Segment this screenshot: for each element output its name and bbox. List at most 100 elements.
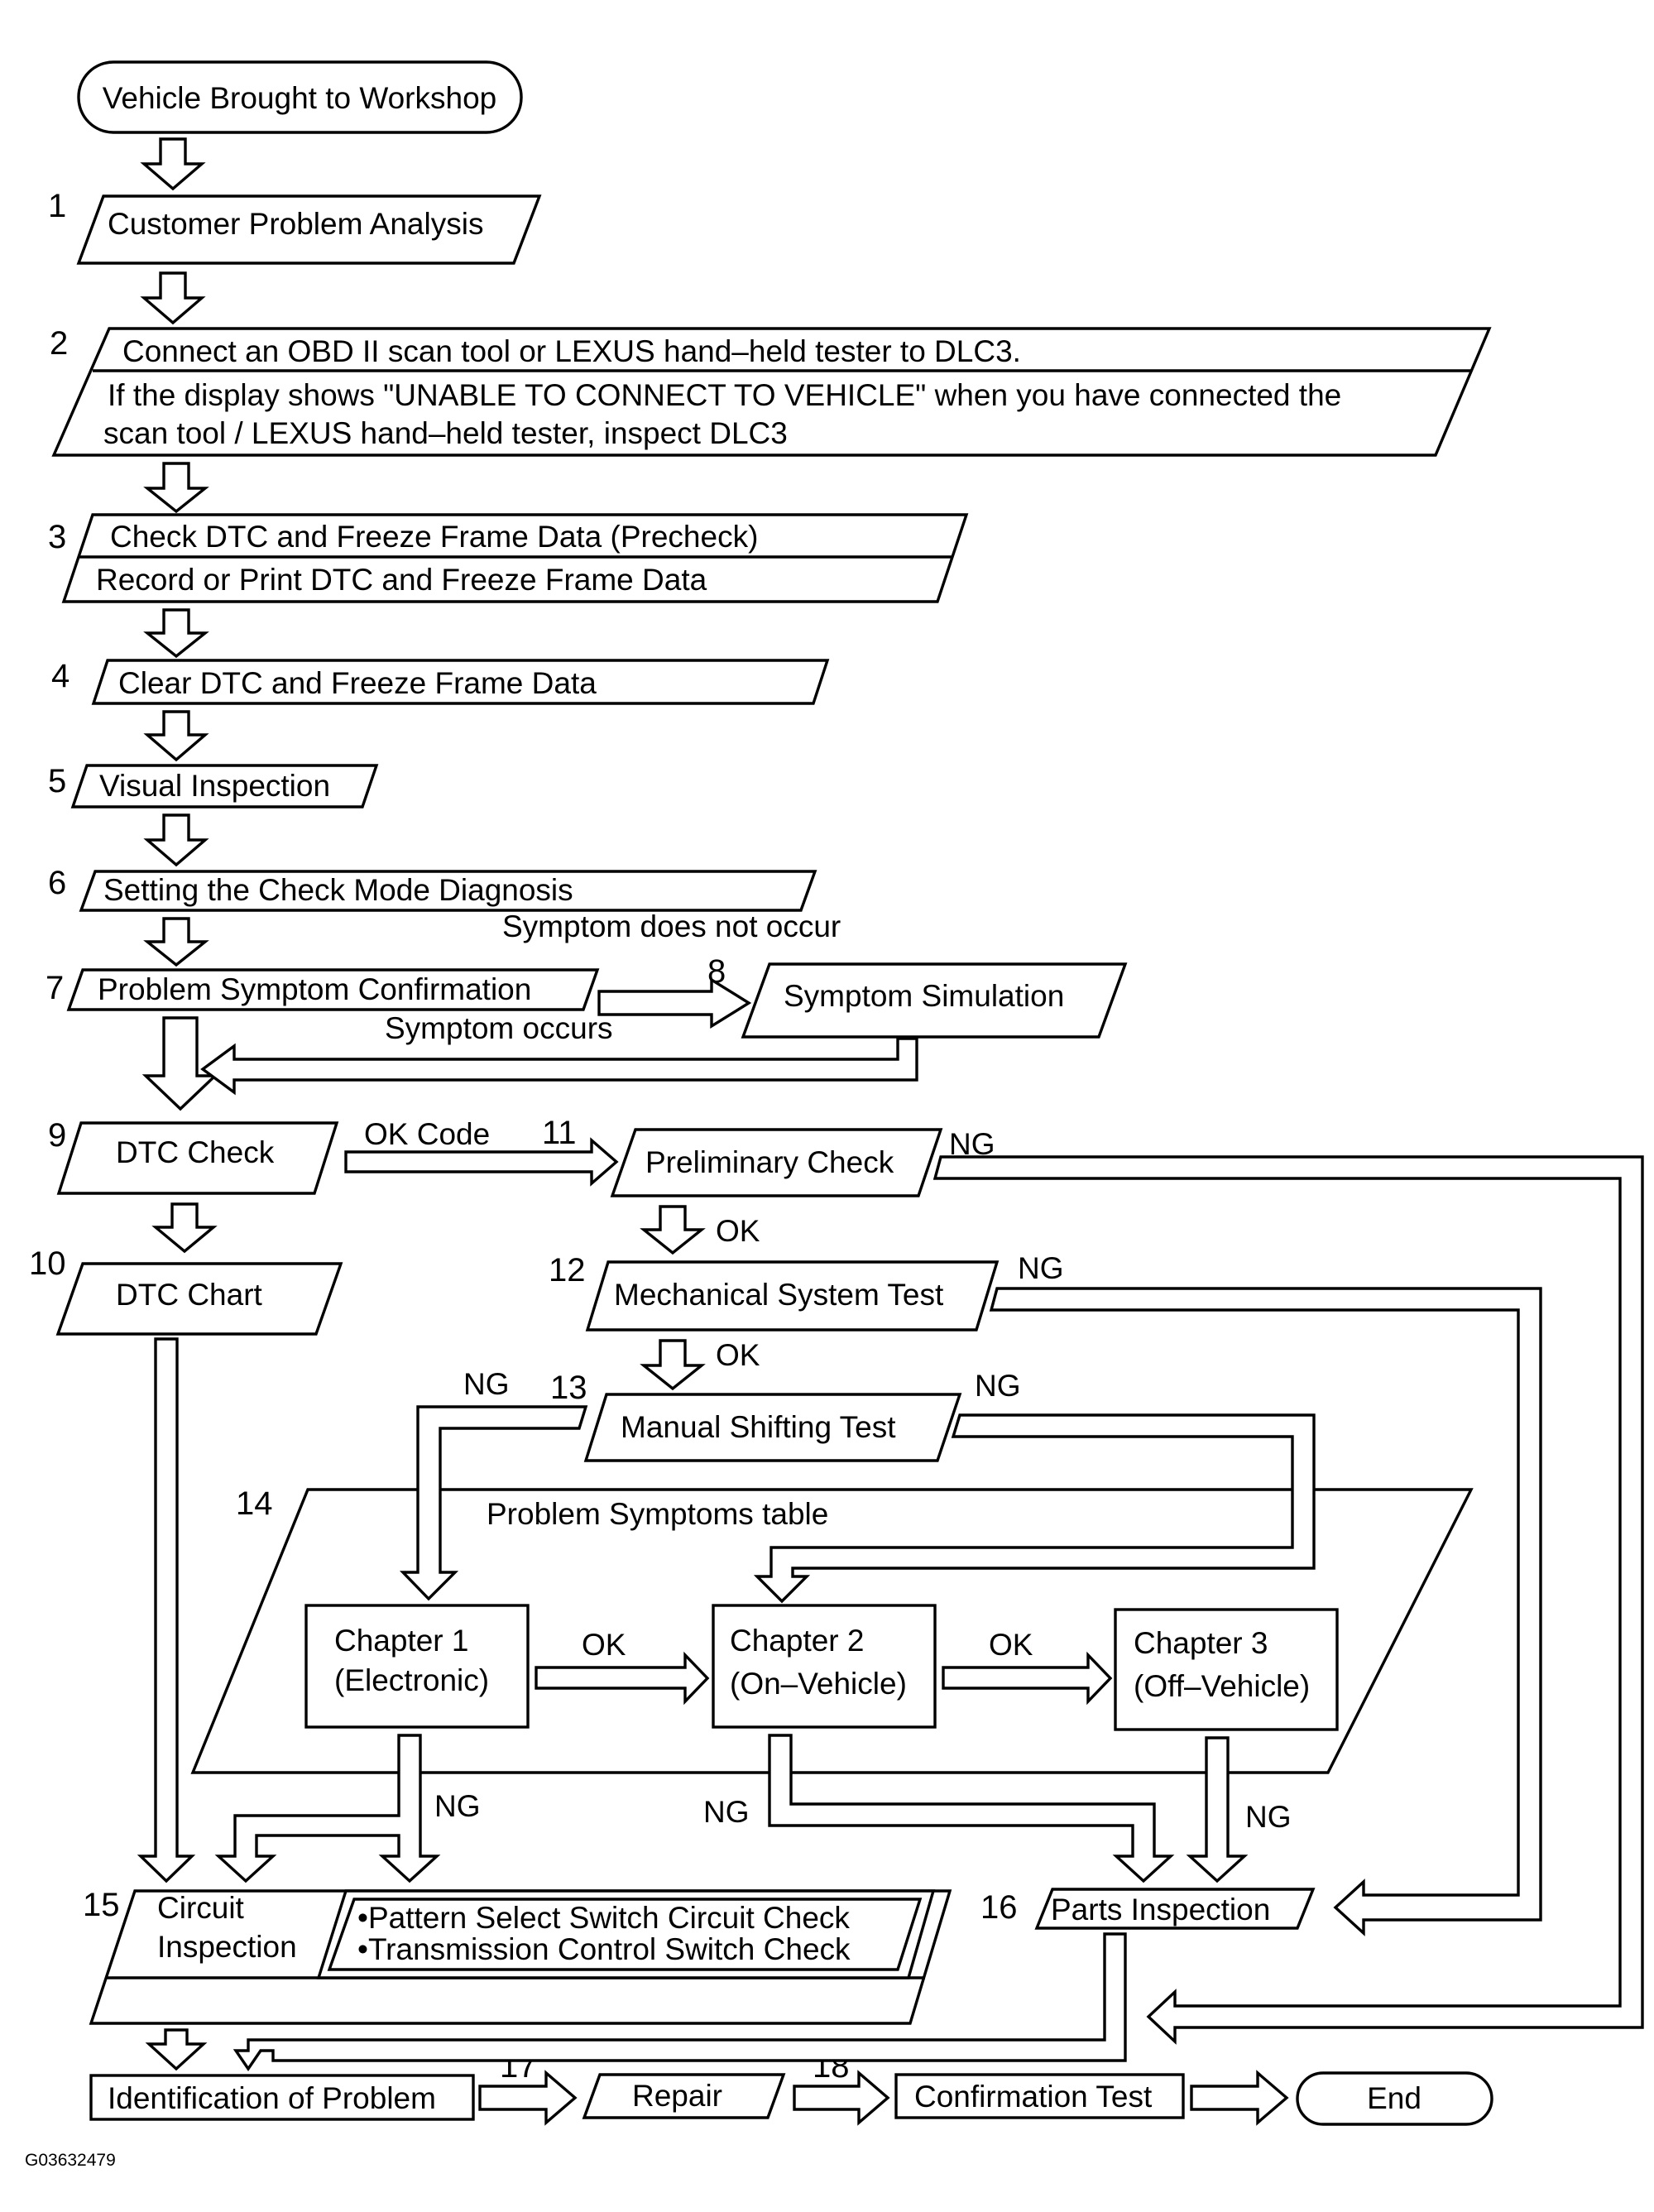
step-3-line-2: Record or Print DTC and Freeze Frame Dat… bbox=[96, 563, 707, 597]
chapter-3-box bbox=[1114, 1608, 1339, 1731]
chapter-1-line-2: (Electronic) bbox=[334, 1663, 489, 1697]
step-4-box bbox=[91, 659, 830, 705]
step-15-checks-box-inner bbox=[327, 1898, 923, 1971]
step-9-box bbox=[56, 1121, 339, 1195]
label-ok-12: OK bbox=[716, 1338, 760, 1372]
step-6-number: 6 bbox=[48, 865, 66, 901]
arrow-ch1-ng bbox=[214, 1734, 441, 1883]
step-14-label: Problem Symptoms table bbox=[487, 1497, 828, 1531]
step-13-label: Manual Shifting Test bbox=[621, 1410, 896, 1444]
arrow-2-to-3 bbox=[143, 462, 209, 514]
step-7-number: 7 bbox=[46, 970, 64, 1006]
step-3-line-1: Check DTC and Freeze Frame Data (Prechec… bbox=[110, 520, 758, 554]
step-2-box bbox=[51, 327, 1492, 457]
step-13-number: 13 bbox=[550, 1370, 587, 1406]
step-12-box bbox=[585, 1260, 1000, 1332]
step-10-label: DTC Chart bbox=[116, 1278, 263, 1312]
arrow-ch2-ng bbox=[768, 1734, 1175, 1883]
identification-box bbox=[89, 2074, 475, 2121]
arrow-ch2-to-ch3 bbox=[942, 1651, 1113, 1706]
step-4-label: Clear DTC and Freeze Frame Data bbox=[118, 666, 597, 700]
arrow-11-ng bbox=[932, 1155, 1644, 2045]
step-15-check-1: •Pattern Select Switch Circuit Check bbox=[357, 1901, 850, 1935]
label-ok-ch2: OK bbox=[989, 1628, 1033, 1662]
chapter-1-box bbox=[304, 1604, 530, 1729]
step-11-box bbox=[610, 1128, 943, 1197]
chapter-1-line-1: Chapter 1 bbox=[334, 1624, 469, 1658]
step-17-label: Repair bbox=[632, 2079, 722, 2113]
end-label: End bbox=[1367, 2081, 1421, 2115]
arrow-ch1-to-ch2 bbox=[535, 1651, 710, 1706]
step-15-line-1: Circuit bbox=[157, 1891, 245, 1925]
step-16-box bbox=[1034, 1888, 1316, 1930]
chapter-2-box bbox=[712, 1604, 937, 1729]
arrow-17-to-18 bbox=[793, 2070, 890, 2126]
label-ng-12: NG bbox=[1018, 1251, 1064, 1285]
chapter-2-line-1: Chapter 2 bbox=[730, 1624, 865, 1658]
label-ok-code: OK Code bbox=[364, 1117, 490, 1151]
arrow-ch3-ng bbox=[1186, 1736, 1249, 1883]
arrow-18-to-end bbox=[1190, 2070, 1289, 2126]
arrow-10-to-15 bbox=[137, 1337, 196, 1883]
label-ng-ch1: NG bbox=[434, 1789, 481, 1823]
step-1-label: Customer Problem Analysis bbox=[108, 207, 483, 241]
start-node bbox=[77, 60, 523, 134]
label-ng-13-right: NG bbox=[975, 1369, 1021, 1403]
step-3-number: 3 bbox=[48, 519, 66, 555]
step-14-number: 14 bbox=[236, 1485, 273, 1522]
figure-id: G03632479 bbox=[25, 2151, 116, 2170]
step-2-line-1: Connect an OBD II scan tool or LEXUS han… bbox=[122, 334, 1021, 368]
step-18-box bbox=[894, 2073, 1185, 2119]
step-6-box bbox=[79, 870, 817, 912]
step-16-number: 16 bbox=[980, 1889, 1018, 1926]
step-16-label: Parts Inspection bbox=[1051, 1893, 1270, 1927]
arrow-1-to-2 bbox=[140, 271, 206, 325]
arrow-7-to-9 bbox=[141, 1016, 219, 1111]
step-9-label: DTC Check bbox=[116, 1135, 275, 1169]
chapter-2-line-2: (On–Vehicle) bbox=[730, 1667, 907, 1701]
arrow-7-to-8 bbox=[597, 976, 752, 1029]
step-12-label: Mechanical System Test bbox=[614, 1278, 944, 1312]
label-ng-ch2: NG bbox=[703, 1795, 750, 1829]
arrow-12-ng bbox=[989, 1287, 1542, 1936]
step-7-box bbox=[66, 968, 600, 1011]
label-ng-ch3: NG bbox=[1245, 1800, 1292, 1834]
step-15-check-2: •Transmission Control Switch Check bbox=[357, 1932, 851, 1966]
label-symptom-occurs: Symptom occurs bbox=[385, 1011, 613, 1045]
label-symptom-not-occur: Symptom does not occur bbox=[502, 909, 841, 943]
arrow-8-return bbox=[200, 1037, 918, 1096]
arrow-11-to-12 bbox=[640, 1205, 706, 1255]
step-4-number: 4 bbox=[51, 658, 70, 694]
step-10-number: 10 bbox=[29, 1245, 66, 1282]
arrow-9-to-10 bbox=[151, 1202, 218, 1254]
step-2-line-2: If the display shows "UNABLE TO CONNECT … bbox=[108, 378, 1341, 412]
step-15-line-2: Inspection bbox=[157, 1930, 297, 1964]
step-8-label: Symptom Simulation bbox=[784, 979, 1064, 1013]
step-7-label: Problem Symptom Confirmation bbox=[98, 972, 531, 1006]
label-ng-13-left: NG bbox=[463, 1367, 510, 1401]
step-6-label: Setting the Check Mode Diagnosis bbox=[103, 873, 573, 907]
step-2-line-3: scan tool / LEXUS hand–held tester, insp… bbox=[103, 416, 788, 450]
arrow-ident-to-17 bbox=[478, 2070, 578, 2126]
arrow-13-ng-right bbox=[753, 1413, 1316, 1604]
arrow-13-ng-left bbox=[399, 1405, 588, 1601]
step-2-number: 2 bbox=[50, 325, 68, 362]
arrow-5-to-6 bbox=[143, 813, 209, 867]
arrow-15-to-ident bbox=[145, 2028, 208, 2071]
step-1-number: 1 bbox=[48, 188, 66, 224]
step-5-box bbox=[70, 764, 379, 809]
arrow-6-to-7 bbox=[143, 917, 209, 967]
step-11-label: Preliminary Check bbox=[645, 1145, 894, 1179]
step-13-box bbox=[583, 1393, 962, 1462]
chapter-3-line-2: (Off–Vehicle) bbox=[1134, 1669, 1310, 1703]
arrow-16-to-ident bbox=[233, 1932, 1127, 2072]
step-1-box bbox=[76, 194, 542, 265]
step-11-number: 11 bbox=[542, 1115, 577, 1151]
arrow-9-to-11 bbox=[344, 1137, 619, 1187]
arrow-3-to-4 bbox=[143, 608, 209, 659]
step-12-number: 12 bbox=[549, 1252, 586, 1288]
arrow-start-to-1 bbox=[140, 137, 206, 191]
identification-label: Identification of Problem bbox=[108, 2081, 436, 2115]
end-node bbox=[1296, 2071, 1493, 2126]
